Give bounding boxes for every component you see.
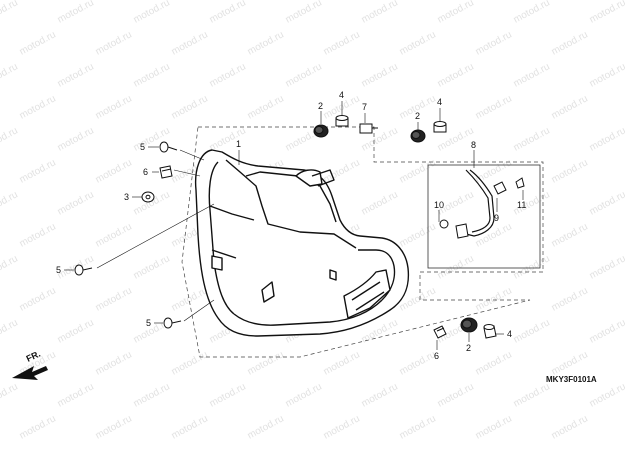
callout-7: 7	[362, 102, 367, 112]
callout-11: 11	[517, 200, 526, 210]
callout-5: 5	[56, 265, 61, 275]
bulb-harness-8	[465, 169, 495, 237]
bulb-socket-9	[493, 181, 507, 195]
callout-8: 8	[471, 140, 476, 150]
callout-2: 2	[466, 343, 471, 353]
callout-6: 6	[143, 167, 148, 177]
bulb-10	[439, 219, 469, 239]
callout-9: 9	[494, 213, 499, 223]
callout-1: 1	[236, 139, 241, 149]
clip-11	[515, 177, 525, 189]
direction-label: FR.	[25, 349, 42, 364]
callout-2: 2	[415, 111, 420, 121]
callout-3: 3	[124, 192, 129, 202]
washer-3	[141, 191, 155, 203]
front-direction-arrow: FR.	[12, 349, 48, 380]
callout-5: 5	[146, 318, 151, 328]
grommet-bottom	[460, 317, 478, 333]
callout-5: 5	[140, 142, 145, 152]
grommet-top-right	[410, 129, 426, 143]
callout-6: 6	[434, 351, 439, 361]
callout-2: 2	[318, 101, 323, 111]
clip-top	[159, 165, 173, 179]
callout-4: 4	[437, 97, 442, 107]
collar-bottom	[483, 324, 497, 339]
callout-4: 4	[507, 329, 512, 339]
leader-lines	[64, 101, 524, 350]
screw-top	[159, 141, 178, 153]
callout-10: 10	[434, 200, 444, 210]
arrow-icon	[12, 366, 48, 380]
screw-bottom	[163, 317, 182, 329]
bulb-subassembly-box	[427, 164, 541, 269]
grommet-top-left	[313, 124, 329, 138]
collar-top-left	[335, 115, 349, 127]
diagram-code: MKY3F0101A	[546, 375, 597, 384]
collar-top-right	[433, 121, 447, 133]
bolt-7	[359, 123, 378, 134]
assembly-boundary	[181, 126, 544, 358]
headlight-housing	[194, 149, 410, 337]
callout-4: 4	[339, 90, 344, 100]
clip-bottom	[433, 325, 447, 339]
screw-middle	[74, 264, 93, 276]
